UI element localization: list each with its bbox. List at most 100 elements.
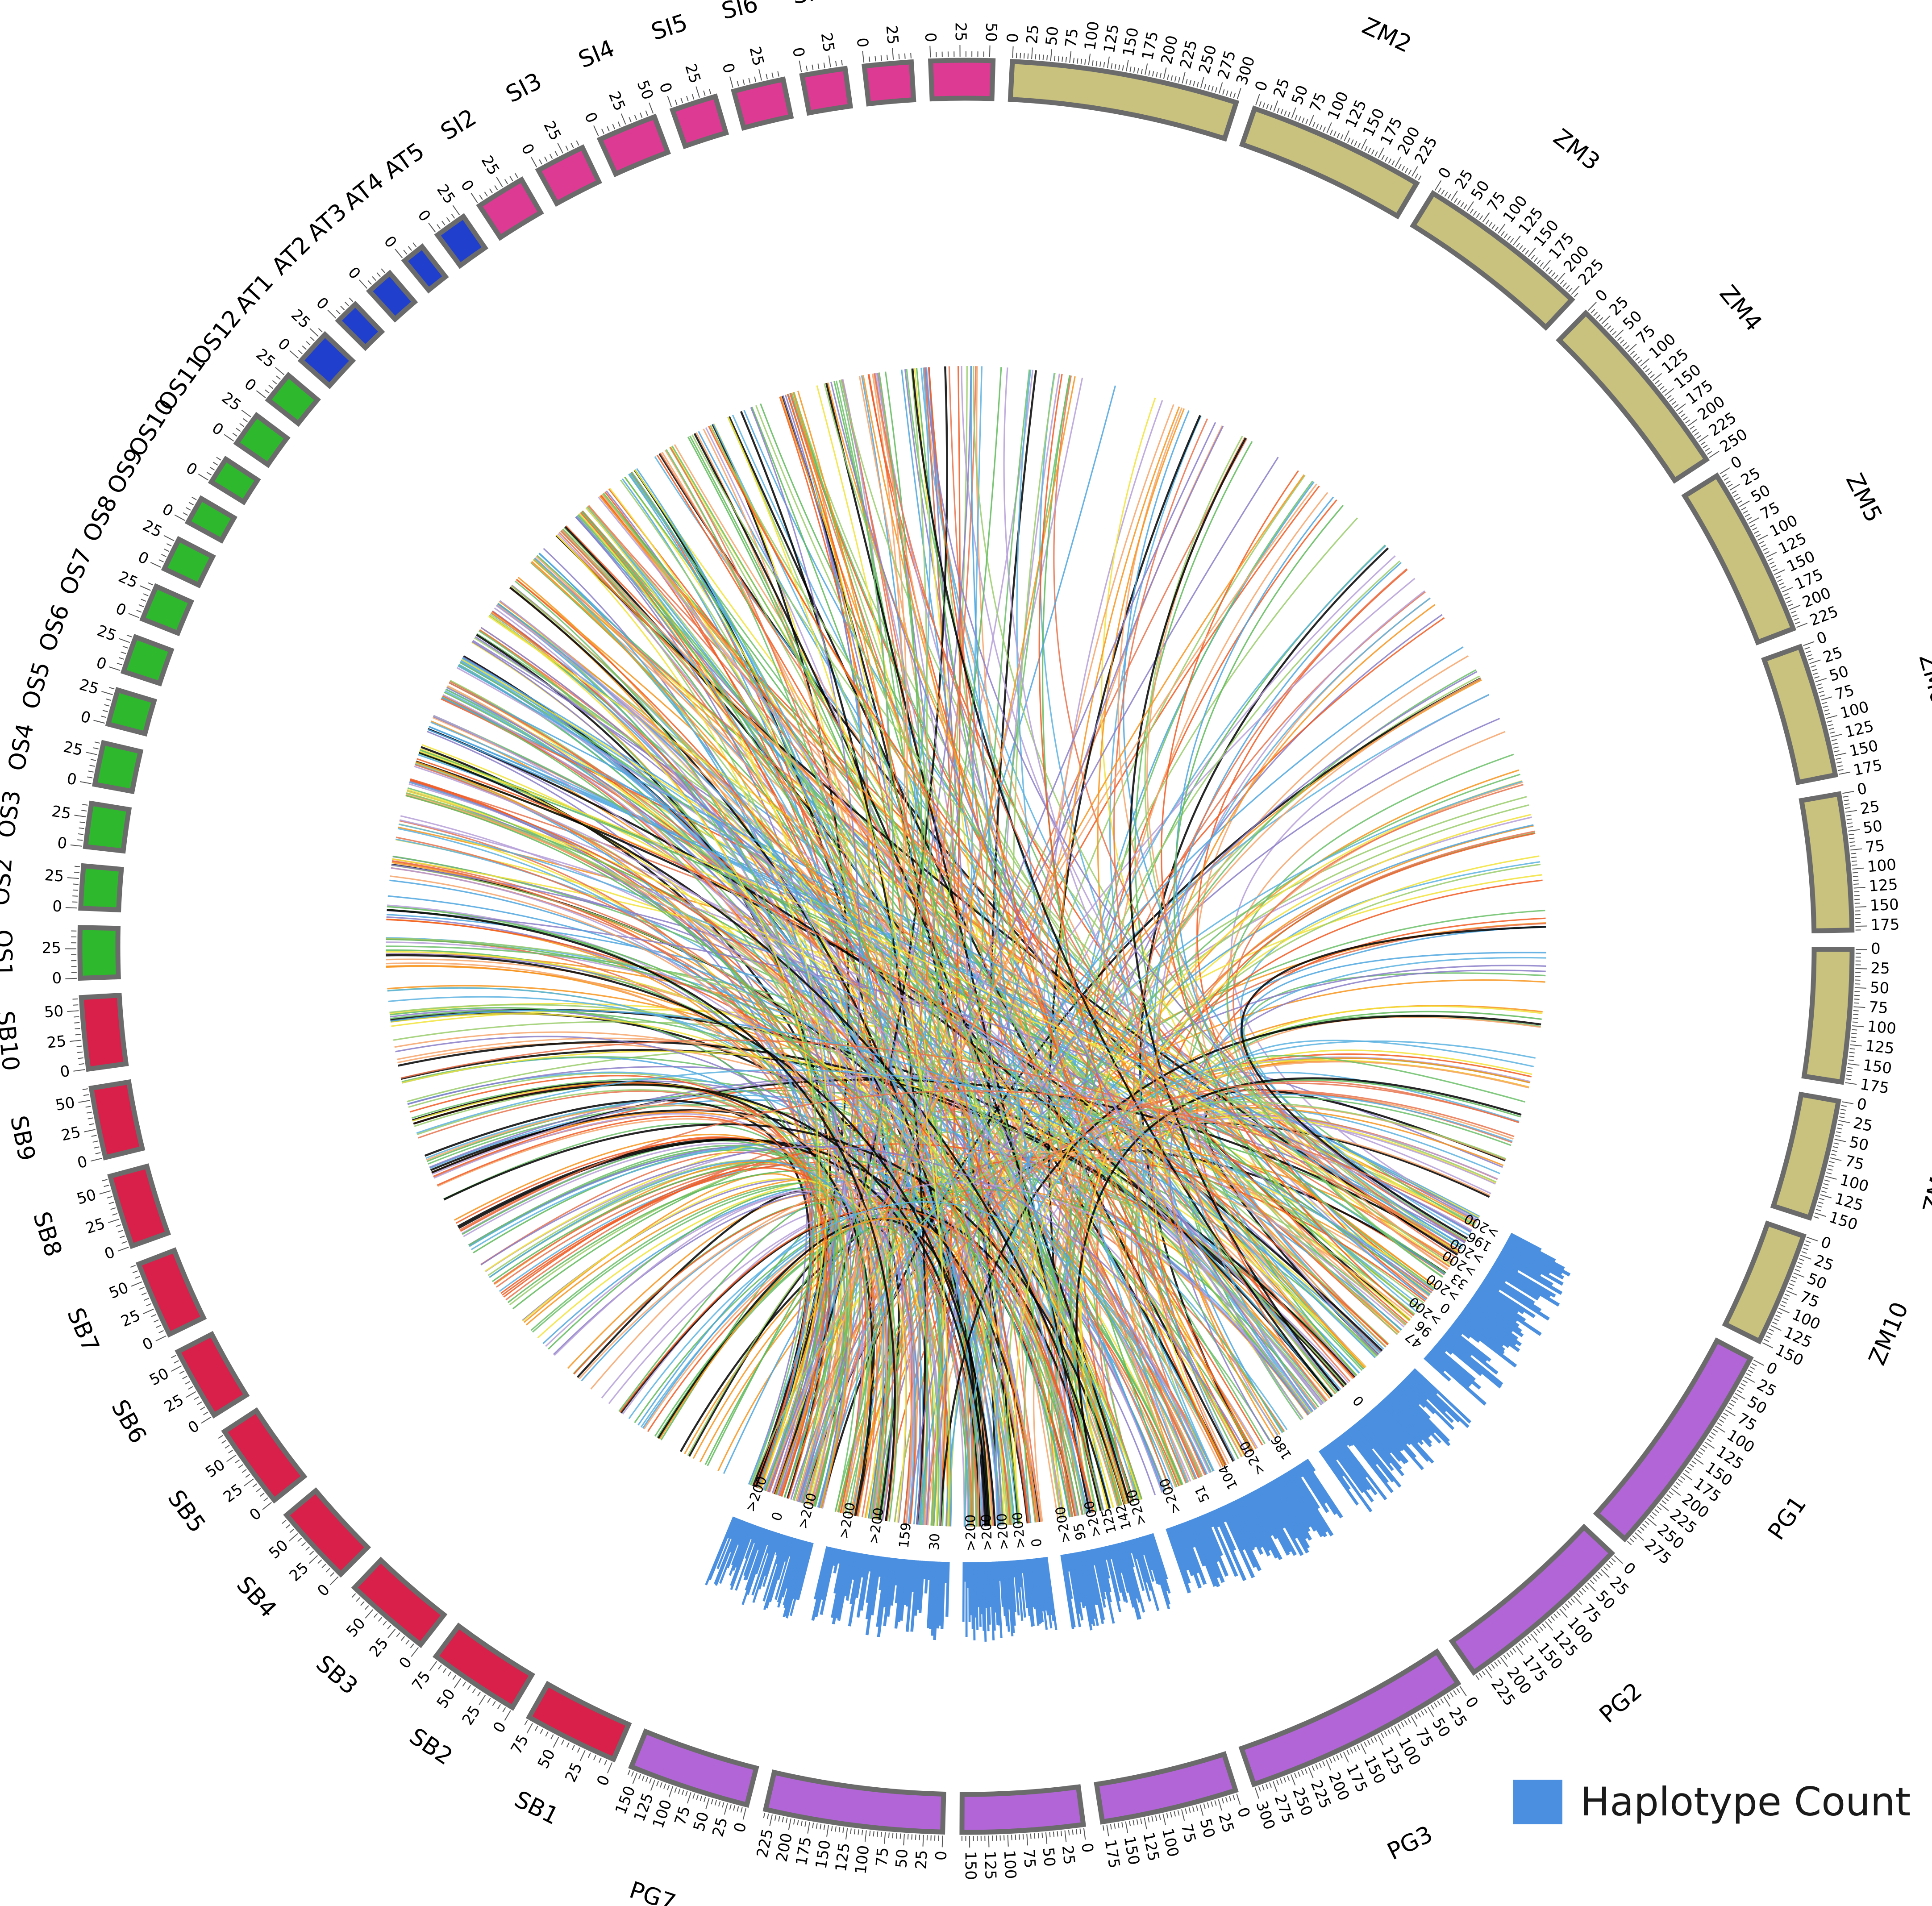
synteny-link — [407, 787, 869, 1515]
tick-label: 175 — [1852, 756, 1884, 779]
tick-label: 0 — [159, 500, 176, 520]
tick-mark — [1218, 82, 1223, 94]
tick-mark — [1704, 1441, 1715, 1449]
tick-mark — [1475, 1675, 1479, 1680]
tick-mark — [336, 310, 341, 315]
haplotype-count-label: >200 — [1010, 1511, 1028, 1549]
tick-mark — [1287, 1776, 1290, 1781]
synteny-link — [392, 858, 1480, 1218]
tick-mark — [1785, 596, 1790, 599]
chromosome-si6 — [731, 76, 794, 131]
haplotype-bin — [784, 1537, 793, 1562]
haplotype-bin — [751, 1531, 774, 1596]
tick-mark — [183, 512, 188, 516]
tick-mark — [1398, 164, 1402, 169]
tick-mark — [1229, 1796, 1232, 1802]
haplotype-bin — [1399, 1382, 1426, 1408]
tick-label: 175 — [792, 1835, 815, 1867]
haplotype-bin — [914, 1560, 921, 1616]
synteny-link — [609, 487, 1008, 1525]
tick-mark — [593, 125, 599, 137]
tick-mark — [1805, 1240, 1811, 1243]
haplotype-bin — [1190, 1519, 1220, 1587]
tick-mark — [1088, 54, 1091, 66]
chromosome-sb6 — [175, 1331, 250, 1419]
tick-mark — [1823, 705, 1828, 708]
tick-mark — [1622, 342, 1627, 347]
tick-mark — [1588, 302, 1597, 311]
tick-mark — [1433, 1702, 1437, 1708]
tick-mark — [216, 457, 221, 461]
tick-mark — [143, 593, 149, 596]
tick-label: 25 — [62, 738, 84, 759]
synteny-link — [837, 367, 1002, 1513]
tick-mark — [182, 1376, 187, 1379]
tick-mark — [570, 143, 574, 148]
haplotype-bin — [1489, 1268, 1539, 1301]
tick-mark — [1778, 1307, 1790, 1314]
tick-mark — [724, 1803, 728, 1815]
haplotype-bin — [1361, 1417, 1392, 1454]
tick-mark — [1834, 750, 1840, 753]
synteny-link — [426, 1104, 912, 1524]
haplotype-count-label: 186 — [1268, 1432, 1295, 1462]
tick-label: 150 — [1120, 1835, 1143, 1866]
tick-label: 125 — [1868, 876, 1898, 895]
chromosome-zm6 — [1761, 643, 1838, 786]
haplotype-bin — [1148, 1534, 1169, 1592]
haplotype-bin — [1210, 1511, 1220, 1528]
synteny-link — [1128, 437, 1340, 1392]
tick-mark — [733, 1805, 736, 1811]
tick-mark — [1640, 1527, 1645, 1531]
tick-mark — [1319, 125, 1323, 130]
chromosome-si8 — [862, 59, 916, 107]
tick-mark — [1748, 1369, 1753, 1373]
haplotype-bin — [1066, 1553, 1081, 1627]
tick-mark — [1095, 61, 1098, 67]
tick-mark — [1822, 702, 1828, 704]
tick-mark — [1764, 551, 1770, 554]
tick-mark — [1765, 1335, 1771, 1339]
tick-label: 150 — [1120, 26, 1142, 58]
tick-label: 75 — [1868, 998, 1889, 1017]
tick-mark — [330, 1572, 335, 1577]
haplotype-bin — [1041, 1557, 1053, 1629]
synteny-link — [750, 407, 861, 1491]
chromosome-label-pg4: PG4 — [1170, 1902, 1222, 1906]
haplotype-bin — [1376, 1403, 1429, 1462]
haplotype-bin — [1454, 1319, 1517, 1368]
tick-mark — [429, 1661, 437, 1671]
tick-mark — [869, 56, 870, 62]
haplotype-bin — [1491, 1266, 1541, 1298]
haplotype-bin — [933, 1561, 940, 1640]
tick-mark — [1199, 1804, 1204, 1816]
chromosome-label-zm9: ZM9 — [1918, 1160, 1932, 1215]
tick-mark — [1181, 1809, 1185, 1821]
haplotype-bin — [895, 1558, 903, 1603]
haplotype-bin — [929, 1561, 936, 1629]
haplotype-bin — [1246, 1494, 1282, 1561]
synteny-link — [970, 366, 1093, 1513]
tick-mark — [1771, 565, 1776, 568]
tick-label: 75 — [671, 1804, 694, 1828]
tick-mark — [1060, 1831, 1062, 1836]
synteny-link — [727, 416, 950, 1527]
tick-mark — [1450, 1692, 1454, 1698]
haplotype-bin — [814, 1546, 829, 1600]
tick-mark — [1192, 1806, 1195, 1812]
tick-mark — [1576, 1593, 1581, 1598]
tick-label: 0 — [718, 61, 738, 75]
tick-label: 50 — [1848, 1133, 1870, 1154]
haplotype-bin — [856, 1554, 870, 1618]
haplotype-bin — [763, 1535, 788, 1610]
tick-mark — [1312, 1765, 1315, 1771]
tick-mark — [438, 1665, 442, 1670]
tick-mark — [504, 179, 508, 184]
tick-mark — [1824, 1179, 1830, 1182]
tick-mark — [1676, 403, 1686, 412]
haplotype-bin — [1299, 1463, 1327, 1504]
tick-mark — [91, 1135, 97, 1137]
synteny-link — [491, 1157, 1183, 1486]
haplotype-bin — [1438, 1339, 1482, 1376]
tick-mark — [1797, 1261, 1803, 1265]
